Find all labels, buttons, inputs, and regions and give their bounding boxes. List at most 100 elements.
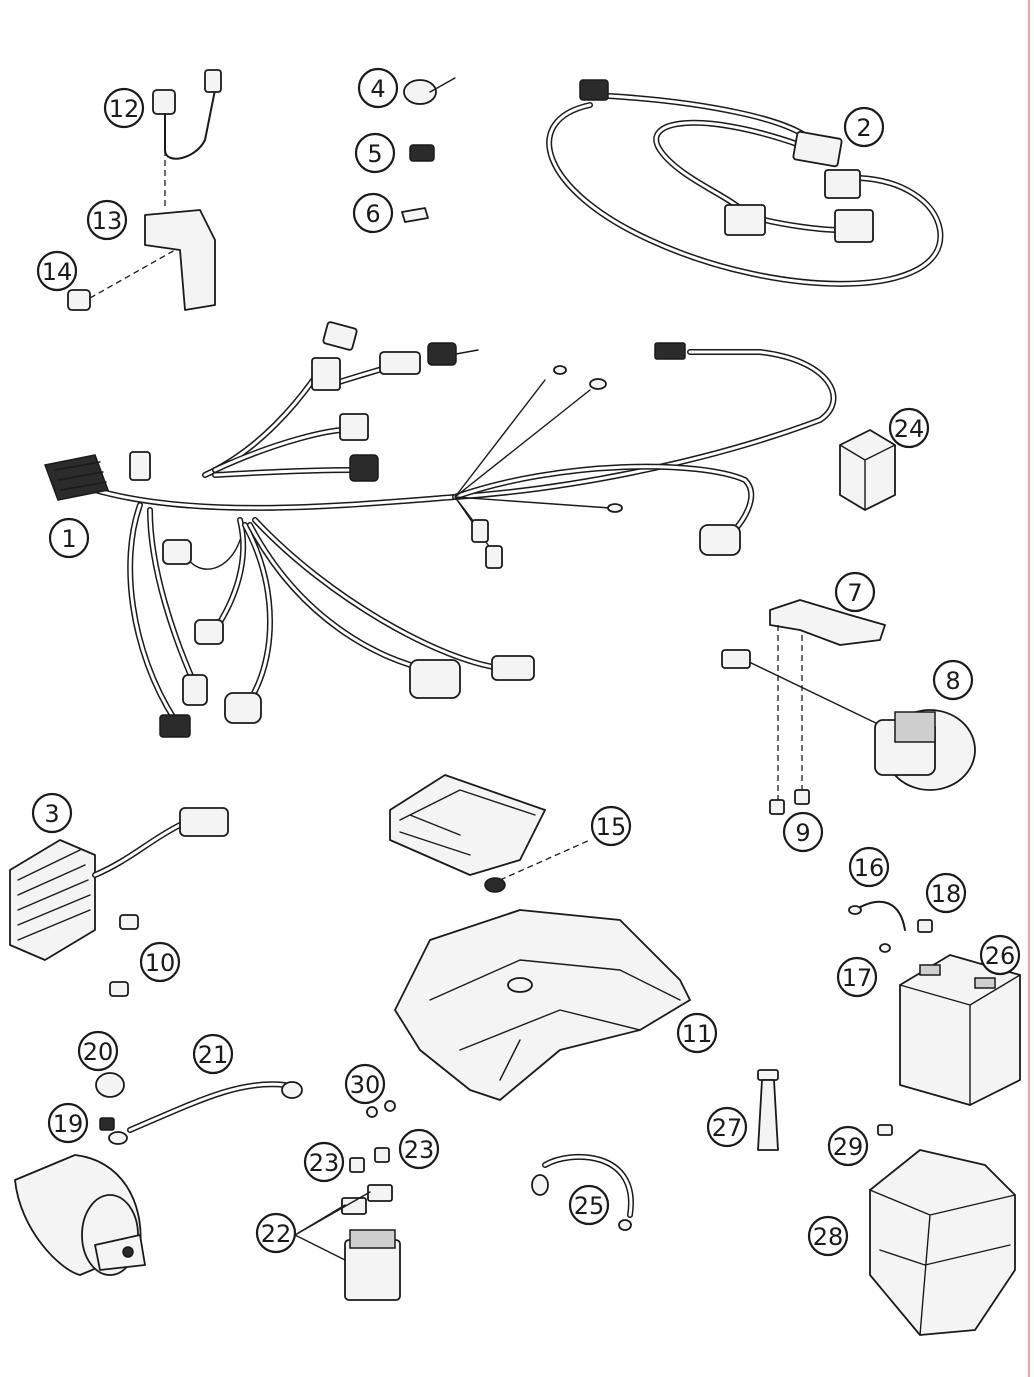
callout-label: 24 xyxy=(894,415,925,443)
switch-and-holder xyxy=(67,69,222,311)
callout-label: 11 xyxy=(682,1020,713,1048)
callout-11: 11 xyxy=(676,1012,718,1054)
callout-14: 14 xyxy=(36,250,78,292)
callout-label: 6 xyxy=(365,200,380,228)
callout-label: 19 xyxy=(53,1110,84,1138)
callout-circle xyxy=(47,1102,89,1144)
callout-label: 26 xyxy=(985,942,1016,970)
callout-label: 14 xyxy=(42,258,73,286)
callout-1: 1 xyxy=(48,517,90,559)
callout-19: 19 xyxy=(47,1102,89,1144)
callout-22: 22 xyxy=(255,1212,297,1254)
callout-circle xyxy=(836,956,878,998)
callout-label: 5 xyxy=(367,140,382,168)
relay-box xyxy=(839,429,896,511)
callout-10: 10 xyxy=(139,941,181,983)
ground-cable xyxy=(848,900,933,953)
callout-label: 8 xyxy=(945,667,960,695)
callout-label: 30 xyxy=(350,1071,381,1099)
callout-label: 1 xyxy=(61,525,76,553)
callout-circle xyxy=(344,1063,386,1105)
callout-circle xyxy=(676,1012,718,1054)
callout-label: 10 xyxy=(145,949,176,977)
callout-12: 12 xyxy=(103,87,145,129)
callout-16: 16 xyxy=(848,846,890,888)
battery-holder xyxy=(869,1124,1016,1336)
callout-circle xyxy=(192,1033,234,1075)
callout-circle xyxy=(352,192,394,234)
callout-21: 21 xyxy=(192,1033,234,1075)
callout-label: 21 xyxy=(198,1041,229,1069)
callout-2: 2 xyxy=(843,106,885,148)
callout-circle xyxy=(782,811,824,853)
callout-circle xyxy=(36,250,78,292)
callout-24: 24 xyxy=(888,407,930,449)
callout-circle xyxy=(398,1128,440,1170)
callout-label: 15 xyxy=(596,813,627,841)
callout-circle xyxy=(590,805,632,847)
clip xyxy=(409,144,435,162)
callout-circle xyxy=(888,407,930,449)
callout-23: 23 xyxy=(303,1141,345,1183)
callout-circle xyxy=(932,659,974,701)
callout-circle xyxy=(354,132,396,174)
callout-7: 7 xyxy=(834,571,876,613)
callout-circle xyxy=(139,941,181,983)
fuse-and-relay xyxy=(294,1100,401,1301)
callout-circle xyxy=(706,1106,748,1148)
callout-25: 25 xyxy=(568,1184,610,1226)
callout-28: 28 xyxy=(807,1215,849,1257)
callout-17: 17 xyxy=(836,956,878,998)
callout-23: 23 xyxy=(398,1128,440,1170)
callout-label: 9 xyxy=(795,819,810,847)
secondary-wiring-harness xyxy=(546,79,944,287)
callout-6: 6 xyxy=(352,192,394,234)
callout-29: 29 xyxy=(827,1125,869,1167)
callout-circle xyxy=(848,846,890,888)
callout-circle xyxy=(103,87,145,129)
battery xyxy=(899,954,1021,1106)
electrical-tray xyxy=(394,877,691,1101)
voltage-regulator xyxy=(9,807,229,961)
callout-9: 9 xyxy=(782,811,824,853)
control-unit xyxy=(389,774,546,876)
callout-label: 20 xyxy=(83,1038,114,1066)
callout-label: 23 xyxy=(404,1136,435,1164)
callout-label: 29 xyxy=(833,1133,864,1161)
callout-circle xyxy=(357,67,399,109)
starter-relay-bracket xyxy=(721,599,976,815)
callout-30: 30 xyxy=(344,1063,386,1105)
small-clamp xyxy=(401,207,429,223)
callout-label: 3 xyxy=(44,800,59,828)
fuse-puller xyxy=(757,1069,779,1151)
callout-label: 25 xyxy=(574,1192,605,1220)
callout-5: 5 xyxy=(354,132,396,174)
callout-circle xyxy=(843,106,885,148)
callout-circle xyxy=(827,1125,869,1167)
callout-4: 4 xyxy=(357,67,399,109)
callout-circle xyxy=(834,571,876,613)
callout-circle xyxy=(31,792,73,834)
callout-13: 13 xyxy=(86,199,128,241)
callout-circle xyxy=(86,199,128,241)
callout-circle xyxy=(77,1030,119,1072)
callout-label: 7 xyxy=(847,579,862,607)
callout-circle xyxy=(807,1215,849,1257)
callout-label: 22 xyxy=(261,1220,292,1248)
callout-18: 18 xyxy=(925,872,967,914)
callout-circle xyxy=(568,1184,610,1226)
callout-circle xyxy=(255,1212,297,1254)
callout-circle xyxy=(925,872,967,914)
callout-20: 20 xyxy=(77,1030,119,1072)
callout-label: 2 xyxy=(856,114,871,142)
callout-label: 4 xyxy=(370,75,385,103)
cable-tie xyxy=(403,77,456,105)
callout-circle xyxy=(303,1141,345,1183)
callout-label: 16 xyxy=(854,854,885,882)
callout-15: 15 xyxy=(590,805,632,847)
callout-3: 3 xyxy=(31,792,73,834)
callout-26: 26 xyxy=(979,934,1021,976)
screws xyxy=(109,914,139,997)
grommet-leader xyxy=(499,839,591,881)
